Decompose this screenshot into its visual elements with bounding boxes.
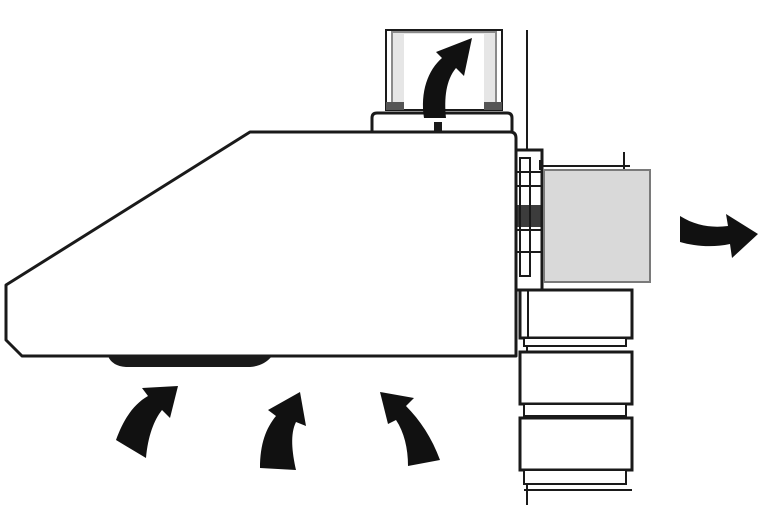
air-inlet-arrow-icon-left: [116, 386, 178, 458]
air-inlet-arrow-icon-right: [380, 392, 440, 466]
rear-outlet-duct: [539, 152, 651, 283]
grease-filter: [108, 356, 272, 367]
hood-body: [4, 130, 518, 358]
vertical-duct-stack: [518, 288, 634, 491]
air-inlet-arrow-icon-center: [260, 392, 306, 470]
air-outlet-arrow-icon: [422, 38, 472, 118]
collar-tab: [434, 122, 442, 132]
rear-fan-housing: [514, 148, 544, 292]
air-outlet-arrow-icon-rear: [680, 214, 758, 258]
